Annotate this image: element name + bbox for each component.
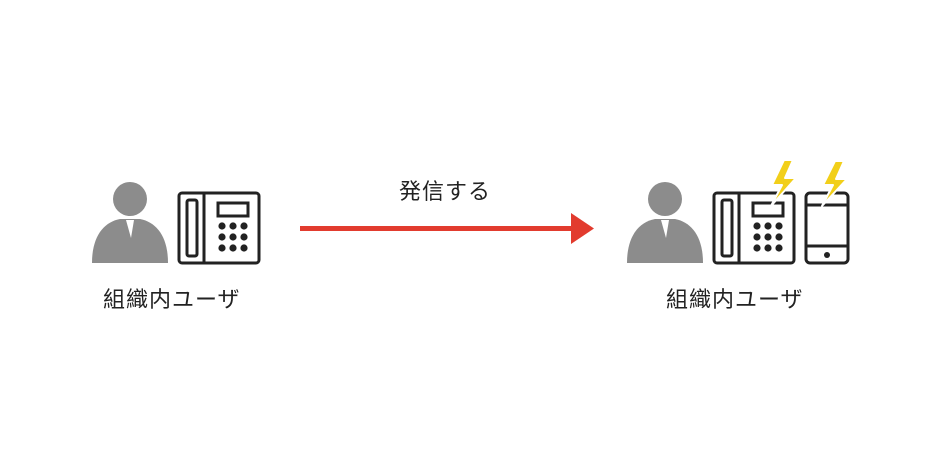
mobile-home-button [824,252,830,258]
left-person-icon [92,182,168,263]
right-mobile-phone-icon [804,191,850,265]
right-person-icon [627,182,703,263]
left-desk-phone-icon [177,191,261,265]
right-keypad [753,222,783,252]
call-arrow-icon [300,213,594,244]
mobile-lightning-icon [821,160,848,207]
right-node-label: 組織内ユーザ [666,288,804,313]
desk-phone-lightning-icon [770,159,797,207]
left-node-label: 組織内ユーザ [103,288,241,313]
right-desk-phone-icon [712,191,796,265]
left-keypad [218,222,248,252]
arrow-label: 発信する [399,180,492,205]
